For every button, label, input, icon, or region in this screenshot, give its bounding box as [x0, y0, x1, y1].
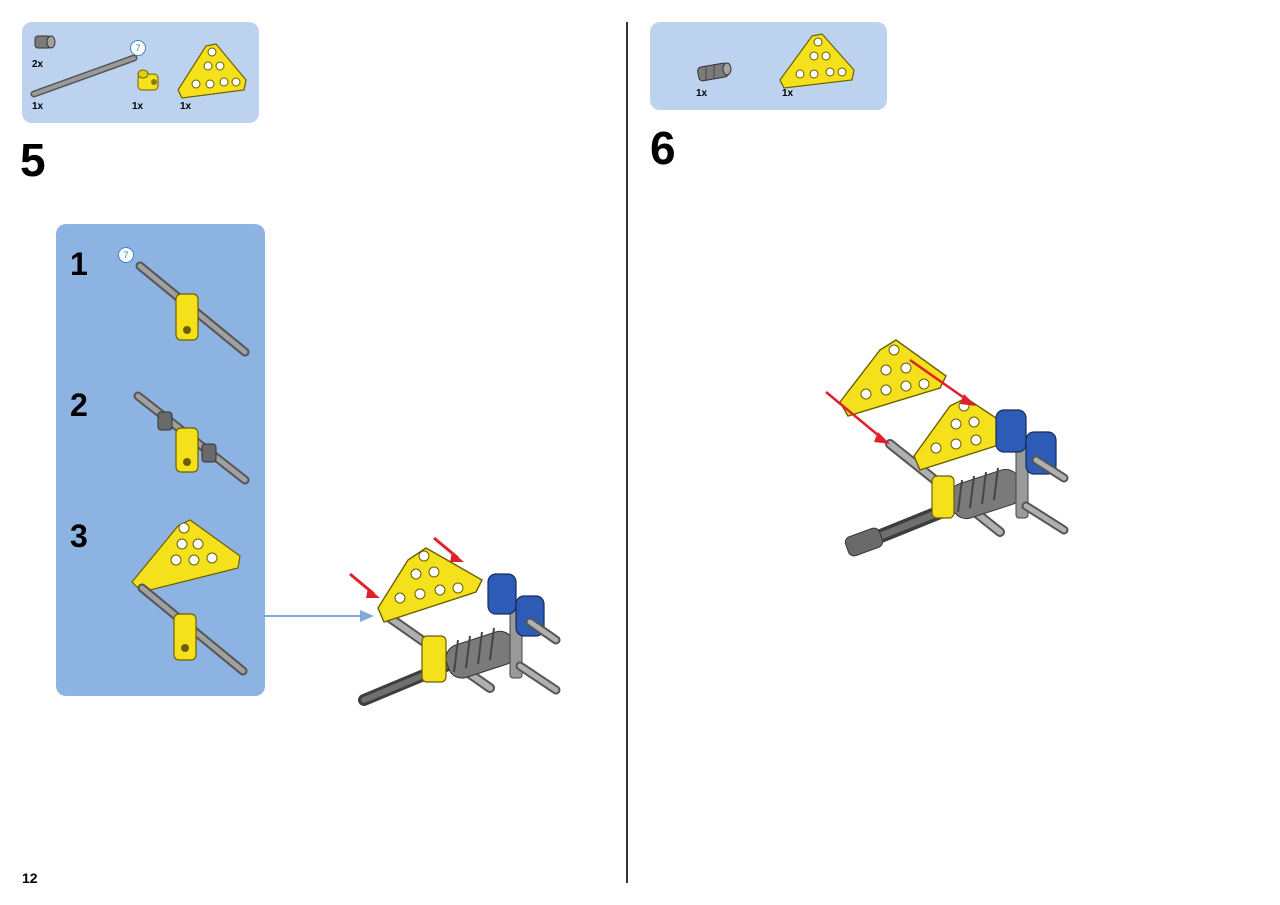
substep-number: 3 — [70, 518, 88, 554]
triangle-beam-icon — [177, 43, 247, 99]
yellow-connector-icon — [137, 69, 159, 91]
substep3-illustration — [131, 519, 248, 676]
substep-number: 2 — [70, 387, 88, 423]
part-qty: 1x — [180, 101, 192, 112]
axle-connector-icon — [34, 35, 56, 49]
step-number: 5 — [20, 134, 46, 186]
page-number: 12 — [22, 870, 38, 886]
step6-model-illustration — [825, 339, 1069, 557]
part-qty: 1x — [782, 88, 794, 99]
worm-gear — [445, 627, 517, 679]
axle-length-badge: 7 — [118, 247, 134, 263]
page-divider — [626, 22, 628, 883]
axle-length-badge: 7 — [130, 40, 146, 56]
part-qty: 1x — [132, 101, 144, 112]
part-qty: 2x — [32, 59, 44, 70]
substep2-illustration — [133, 391, 250, 485]
grey-bushing-icon — [697, 62, 732, 82]
part-qty: 1x — [696, 88, 708, 99]
substep-number: 1 — [70, 246, 88, 282]
step5-model-illustration — [349, 536, 561, 706]
step6-parts-box: 1x 1x — [650, 22, 887, 110]
step-number: 6 — [650, 122, 676, 174]
substep-panel: 1 7 2 3 — [56, 224, 265, 696]
long-axle-icon — [30, 54, 138, 98]
substep1-illustration — [135, 261, 250, 357]
callout-arrow — [264, 610, 374, 622]
triangle-beam-icon — [779, 33, 855, 89]
step5-parts-box: 2x 7 1x 1x 1x — [22, 22, 259, 123]
part-qty: 1x — [32, 101, 44, 112]
